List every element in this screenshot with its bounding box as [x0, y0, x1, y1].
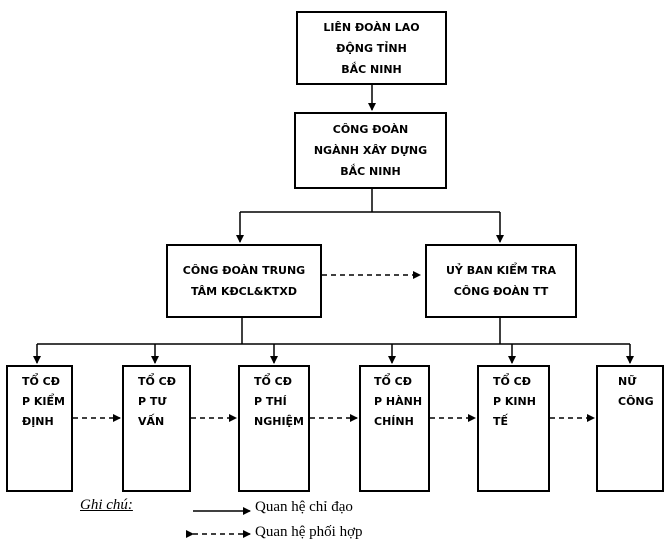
node-label-line: P TƯ	[138, 395, 167, 408]
node-unit-testing: TỔ CĐ P THÍ NGHIỆM	[238, 365, 310, 492]
node-inspection-committee: UỶ BAN KIỂM TRA CÔNG ĐOÀN TT	[425, 244, 577, 318]
node-label-line: CÔNG ĐOÀN	[332, 123, 409, 136]
node-construction-union: CÔNG ĐOÀN NGÀNH XÂY DỰNG BẮC NINH	[294, 112, 447, 189]
node-label-line: P KINH	[493, 395, 536, 408]
node-provincial-federation: LIÊN ĐOÀN LAO ĐỘNG TỈNH BẮC NINH	[296, 11, 447, 85]
node-label-line: CÔNG ĐOÀN TRUNG	[182, 264, 306, 277]
node-label-line: TÂM KĐCL&KTXD	[191, 285, 297, 298]
node-label-line: CÔNG	[618, 395, 654, 408]
node-label-line: TẾ	[493, 415, 509, 428]
node-label-line: TỔ CĐ	[254, 375, 292, 388]
legend-coordination-label: Quan hệ phối hợp	[255, 524, 363, 540]
node-label-line: TỔ CĐ	[22, 375, 60, 388]
node-unit-admin: TỔ CĐ P HÀNH CHÍNH	[359, 365, 430, 492]
node-label-line: ĐỊNH	[22, 415, 54, 428]
legend-direction-label: Quan hệ chỉ đạo	[255, 499, 353, 515]
node-label-line: UỶ BAN KIỂM TRA	[445, 264, 557, 277]
node-label-line: BẮC NINH	[341, 62, 402, 76]
node-center-union: CÔNG ĐOÀN TRUNG TÂM KĐCL&KTXD	[166, 244, 322, 318]
node-unit-economics: TỔ CĐ P KINH TẾ	[477, 365, 550, 492]
node-label-line: TỔ CĐ	[374, 375, 412, 388]
node-label-line: CHÍNH	[374, 415, 414, 428]
node-label-line: P KIỂM	[22, 395, 65, 408]
node-label-line: P THÍ	[254, 395, 287, 408]
node-label-line: LIÊN ĐOÀN LAO	[323, 20, 420, 34]
legend-title: Ghi chú:	[80, 497, 133, 513]
node-unit-consulting: TỔ CĐ P TƯ VẤN	[122, 365, 191, 492]
node-label-line: CÔNG ĐOÀN TT	[453, 285, 549, 298]
node-label-line: NGÀNH XÂY DỰNG	[313, 144, 428, 157]
node-label-line: NGHIỆM	[254, 415, 304, 428]
node-unit-inspection: TỔ CĐ P KIỂM ĐỊNH	[6, 365, 73, 492]
node-label-line: BẮC NINH	[340, 165, 401, 178]
node-label-line: TỔ CĐ	[138, 375, 176, 388]
node-unit-women: NỮ CÔNG	[596, 365, 664, 492]
node-label-line: ĐỘNG TỈNH	[336, 41, 407, 55]
node-label-line: VẤN	[138, 415, 165, 428]
node-label-line: NỮ	[618, 375, 637, 388]
node-label-line: P HÀNH	[374, 395, 423, 408]
node-label-line: TỔ CĐ	[493, 375, 531, 388]
